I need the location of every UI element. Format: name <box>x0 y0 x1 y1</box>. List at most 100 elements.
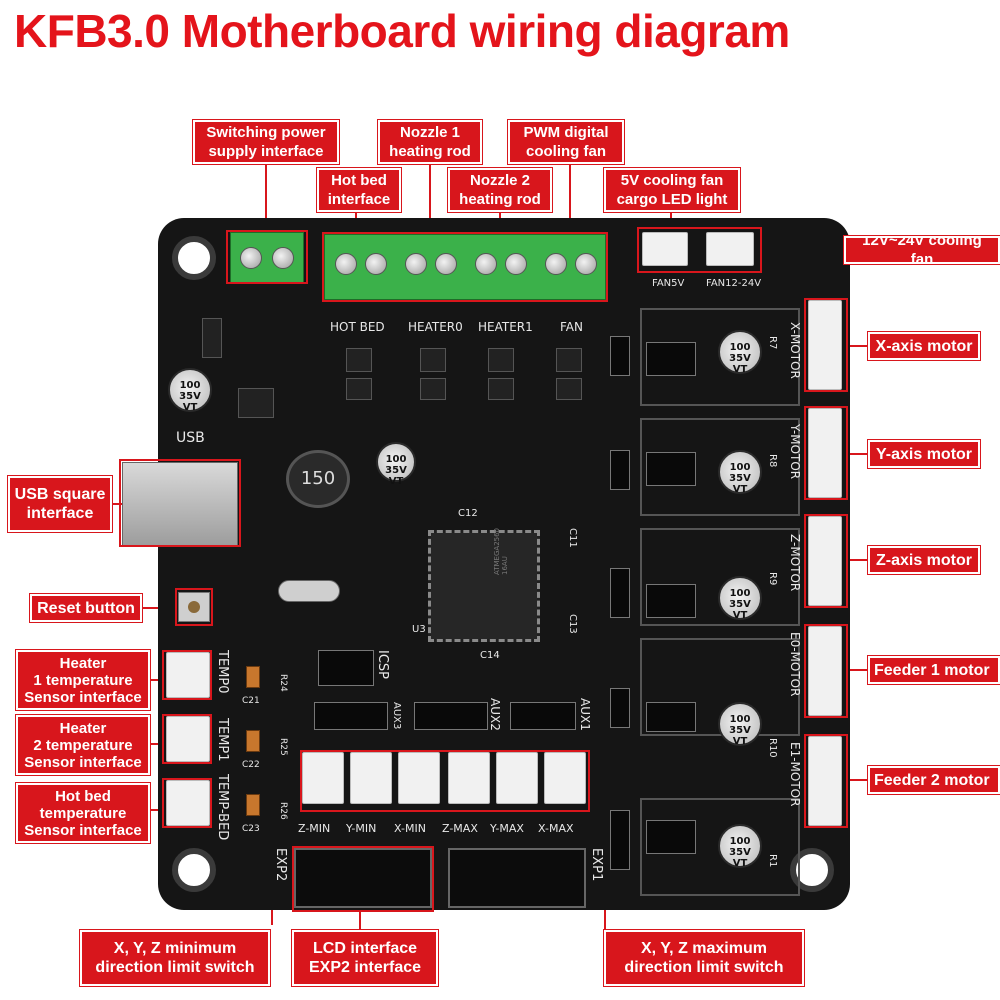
callout-switching-power: Switching power supply interface <box>192 119 340 165</box>
x-motor-highlight <box>804 298 848 392</box>
heater0-label: HEATER0 <box>408 320 463 334</box>
mount-hole <box>172 236 216 280</box>
pin-header <box>610 336 630 376</box>
fan12-24v-label: FAN12-24V <box>706 278 762 289</box>
y-max-connector <box>496 752 538 804</box>
e1-motor-label: E1-MOTOR <box>788 742 802 807</box>
temp1-connector <box>166 716 210 762</box>
callout-reset: Reset button <box>29 593 143 623</box>
x-motor-connector <box>808 300 842 390</box>
callout-bed-temp: Hot bed temperature Sensor interface <box>15 782 151 844</box>
temp-bed-label: TEMP-BED <box>215 774 230 841</box>
mosfet <box>346 378 372 400</box>
temp1-label: TEMP1 <box>215 718 230 762</box>
y-motor-connector <box>808 408 842 498</box>
exp2-highlight <box>292 846 434 912</box>
aux2-header <box>414 702 488 730</box>
pin-header <box>610 568 630 618</box>
crystal-oscillator <box>278 580 340 602</box>
temp-bed-highlight <box>162 778 212 828</box>
fan-connectors-highlight <box>637 227 762 273</box>
y-min-connector <box>350 752 392 804</box>
callout-z-motor: Z-axis motor <box>867 545 981 575</box>
r10-label: R10 <box>767 738 778 758</box>
temp0-connector <box>166 652 210 698</box>
screw-icon <box>575 253 597 275</box>
power-terminal <box>230 232 304 284</box>
aux3-label: AUX3 <box>391 702 402 730</box>
usb-label: USB <box>176 430 205 446</box>
callout-heater2-temp: Heater 2 temperature Sensor interface <box>15 714 151 776</box>
microstep-jumpers <box>646 702 696 732</box>
screw-icon <box>240 247 262 269</box>
mcu-chip: ATMEGA2560 16AU <box>428 527 540 642</box>
callout-fan5v: 5V cooling fan cargo LED light <box>603 167 741 213</box>
callout-x-motor: X-axis motor <box>867 331 981 361</box>
e0-motor-highlight <box>804 624 848 718</box>
r24-label: R24 <box>278 674 288 692</box>
r1-label: R1 <box>767 854 778 868</box>
reset-button[interactable] <box>178 592 210 622</box>
callout-heater1-temp: Heater 1 temperature Sensor interface <box>15 649 151 711</box>
c22-label: C22 <box>242 760 260 770</box>
z-min-connector <box>302 752 344 804</box>
fan-label: FAN <box>560 320 583 334</box>
temp0-highlight <box>162 650 212 700</box>
mosfet <box>420 348 446 372</box>
x-min-connector <box>398 752 440 804</box>
aux1-header <box>510 702 576 730</box>
e1-motor-highlight <box>804 734 848 828</box>
hot-bed-label: HOT BED <box>330 320 385 334</box>
reset-highlight <box>175 588 213 626</box>
power-terminal-highlight <box>226 230 308 284</box>
page-title: KFB3.0 Motherboard wiring diagram <box>14 5 790 57</box>
z-min-label: Z-MIN <box>298 822 331 835</box>
c11-label: C11 <box>567 528 578 548</box>
pin-header <box>610 450 630 490</box>
thermistor-cap <box>246 794 260 816</box>
z-motor-label: Z-MOTOR <box>788 534 802 592</box>
r25-label: R25 <box>278 738 288 756</box>
mosfet <box>346 348 372 372</box>
x-motor-label: X-MOTOR <box>788 322 802 379</box>
exp1-header <box>448 848 586 908</box>
screw-icon <box>545 253 567 275</box>
capacitor: 100 35V VT <box>718 702 762 747</box>
microstep-jumpers <box>646 584 696 618</box>
c12-label: C12 <box>458 508 478 519</box>
e0-motor-connector <box>808 626 842 716</box>
callout-y-motor: Y-axis motor <box>867 439 981 469</box>
pin-header <box>610 688 630 728</box>
callout-feeder2: Feeder 2 motor <box>867 765 1000 795</box>
callout-hot-bed: Hot bed interface <box>316 167 402 213</box>
heater1-label: HEATER1 <box>478 320 533 334</box>
capacitor: 100 35V VT <box>376 442 416 487</box>
e1-motor-connector <box>808 736 842 826</box>
capacitor: 100 35V VT <box>718 450 762 495</box>
z-driver-slot: 100 35V VT <box>640 528 800 626</box>
temp-bed-connector <box>166 780 210 826</box>
mcu-marking: ATMEGA2560 16AU <box>493 527 509 575</box>
capacitor: 100 35V VT <box>718 824 762 869</box>
microstep-jumpers <box>646 342 696 376</box>
mount-hole <box>790 848 834 892</box>
icsp-label: ICSP <box>375 650 390 680</box>
x-max-connector <box>544 752 586 804</box>
temp1-highlight <box>162 714 212 764</box>
usb-b-port[interactable] <box>122 462 238 546</box>
exp2-label: EXP2 <box>273 848 288 882</box>
callout-nozzle2: Nozzle 2 heating rod <box>447 167 553 213</box>
u3-label: U3 <box>412 624 426 635</box>
icsp-header <box>318 650 374 686</box>
aux1-label: AUX1 <box>578 698 592 731</box>
fan5v-connector <box>642 232 688 266</box>
r8-label: R8 <box>767 454 778 468</box>
screw-icon <box>505 253 527 275</box>
microstep-jumpers <box>646 820 696 854</box>
y-motor-highlight <box>804 406 848 500</box>
terminal-strip-highlight <box>322 232 608 302</box>
pin-header <box>610 810 630 870</box>
screw-icon <box>435 253 457 275</box>
mosfet <box>556 348 582 372</box>
exp2-header <box>294 848 432 908</box>
